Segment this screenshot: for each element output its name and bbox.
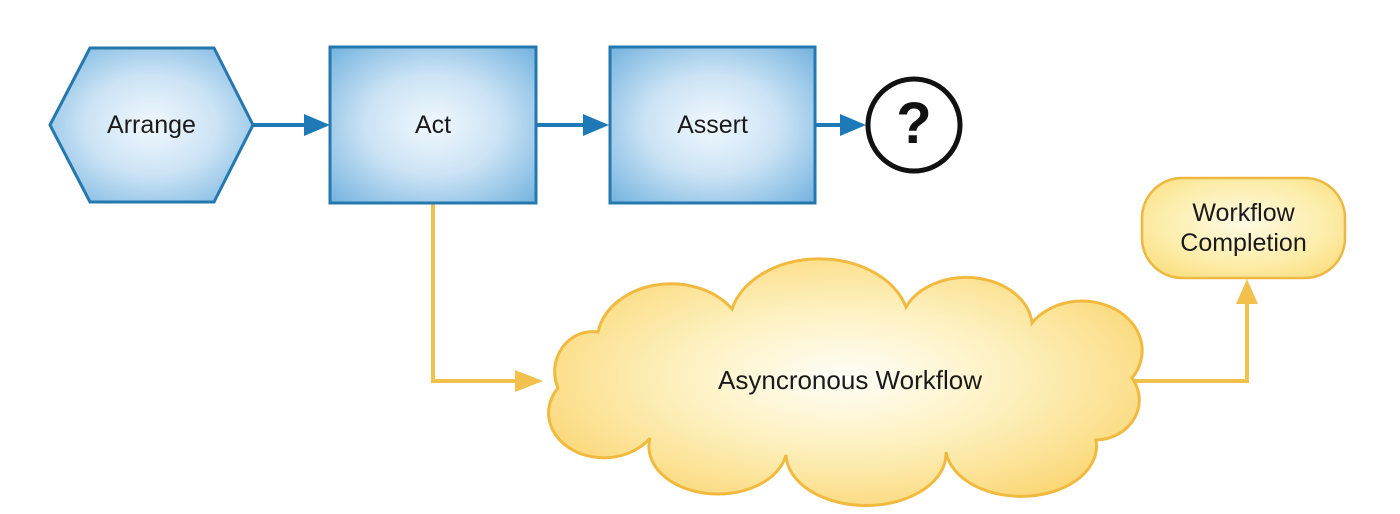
node-workflow-completion-pill (1140, 176, 1347, 280)
arrowhead-icon (840, 114, 866, 136)
node-act-rectangle (328, 45, 538, 205)
edge-assert-to-result (815, 114, 866, 136)
arrowhead-icon (583, 114, 609, 136)
arrowhead-icon (304, 114, 330, 136)
arrowhead-icon (1236, 279, 1258, 304)
edge-arrange-to-act (253, 114, 330, 136)
node-async-workflow-cloud (547, 257, 1144, 507)
arrowhead-icon (515, 370, 543, 392)
node-result-circle (865, 76, 963, 174)
node-arrange-hexagon (48, 46, 255, 204)
edge-async-workflow-to-completion (1130, 279, 1258, 383)
edge-act-to-assert (536, 114, 609, 136)
edge-act-to-async-workflow (431, 203, 543, 392)
node-assert-rectangle (608, 45, 817, 205)
